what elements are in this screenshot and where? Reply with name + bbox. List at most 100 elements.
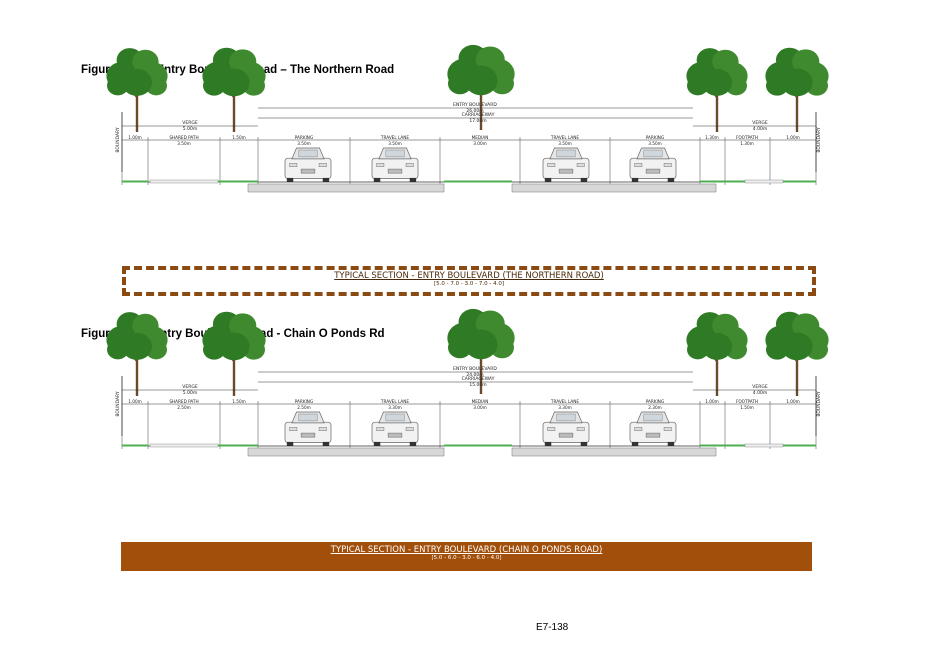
tree-right-1: [686, 312, 748, 396]
entry-boulevard-width: 26.00m: [466, 108, 483, 114]
car-wheel: [667, 441, 675, 446]
lane-label-shared-path: SHARED PATH: [169, 399, 198, 404]
car-headlight: [376, 163, 385, 167]
car-window: [556, 413, 576, 422]
verge-right-width: 4.00m: [753, 126, 767, 132]
car-wheel: [373, 441, 381, 446]
grass-strip: [218, 180, 258, 183]
tree-trunk: [135, 88, 139, 132]
lane-label-dim3: 1.00m: [705, 399, 718, 404]
verge-left-width: 5.00m: [183, 126, 197, 132]
page-number: E7-138: [536, 622, 569, 633]
car-headlight: [318, 163, 327, 167]
car-wheel: [286, 177, 294, 182]
tree-median: [447, 44, 515, 130]
lane-label-parking-l: PARKING: [295, 399, 313, 404]
car-grille: [558, 432, 574, 438]
grass-strip: [700, 444, 745, 447]
tree-left-1: [106, 312, 168, 396]
tree-foliage: [229, 49, 257, 74]
pavement-right: [511, 447, 717, 457]
lane-width-parking-l-w: 3.50m: [297, 141, 310, 146]
car-grille: [558, 168, 574, 174]
travelling-car-right: [542, 411, 590, 446]
lane-label-travel-r: TRAVEL LANE: [550, 135, 579, 140]
verge-right-label: VERGE: [752, 120, 768, 126]
car-body: [371, 421, 419, 443]
lane-width-parking-l-w: 2.50m: [297, 405, 310, 410]
tree-left-1: [106, 48, 168, 132]
lane-label-parking-r: PARKING: [646, 399, 664, 404]
lane-label-footpath: FOOTPATH: [736, 135, 758, 140]
grass-strip: [700, 180, 745, 183]
tree-foliage: [792, 49, 820, 74]
tree-trunk: [135, 352, 139, 396]
car-window: [298, 149, 318, 158]
carriageway-width: 17.00m: [469, 118, 486, 124]
tree-foliage: [218, 68, 250, 97]
parked-car-right: [629, 147, 677, 182]
lane-label-dim4: 1.00m: [786, 135, 799, 140]
tree-foliage: [702, 332, 732, 360]
car-headlight: [289, 163, 298, 167]
lane-label-dim2: 1.50m: [232, 135, 245, 140]
car-headlight: [576, 163, 585, 167]
lane-label-shared-path: SHARED PATH: [169, 135, 198, 140]
car-grille: [645, 432, 661, 438]
lane-label-dim1: 1.00m: [128, 399, 141, 404]
parked-car-right: [629, 411, 677, 446]
banner-subtitle-2: [5.0 - 6.0 - 3.0 - 6.0 - 4.0]: [431, 555, 502, 561]
tree-left-2: [202, 47, 266, 132]
tree-foliage: [132, 313, 159, 338]
car-window: [385, 413, 405, 422]
car-wheel: [409, 177, 417, 182]
entry-boulevard-label: ENTRY BOULEVARD: [453, 102, 497, 108]
lane-width-travel-r-w: 3.30m: [558, 405, 571, 410]
lane-label-median: MEDIAN: [472, 399, 489, 404]
lane-width-shared-path-w: 2.50m: [177, 405, 190, 410]
boundary-label-left: BOUNDARY: [115, 127, 121, 153]
car-wheel: [544, 441, 552, 446]
grass-strip: [122, 180, 148, 183]
travelling-car-left: [371, 411, 419, 446]
tree-foliage: [712, 313, 739, 338]
grass-strip: [783, 444, 816, 447]
section-banner-1: TYPICAL SECTION - ENTRY BOULEVARD (THE N…: [122, 266, 816, 296]
lane-label-travel-l: TRAVEL LANE: [380, 399, 409, 404]
tree-foliage: [702, 68, 732, 96]
lane-label-dim1: 1.00m: [128, 135, 141, 140]
tree-right-1: [686, 48, 748, 132]
tree-trunk: [232, 88, 236, 132]
car-body: [629, 157, 677, 179]
section-banner-2: TYPICAL SECTION - ENTRY BOULEVARD (CHAIN…: [121, 542, 812, 571]
car-wheel: [580, 441, 588, 446]
footpath-slab: [744, 443, 784, 448]
grass-strip: [122, 444, 148, 447]
car-headlight: [576, 427, 585, 431]
banner-title-2: TYPICAL SECTION - ENTRY BOULEVARD (CHAIN…: [330, 545, 603, 555]
car-wheel: [544, 177, 552, 182]
car-wheel: [409, 441, 417, 446]
tree-foliage: [132, 49, 159, 74]
tree-foliage: [218, 332, 250, 361]
entry-boulevard-label: ENTRY BOULEVARD: [453, 366, 497, 372]
car-headlight: [547, 427, 556, 431]
tree-foliage: [792, 313, 820, 338]
parked-car-left: [284, 411, 332, 446]
lane-width-median-w: 3.00m: [473, 405, 486, 410]
car-headlight: [634, 427, 643, 431]
lane-width-footpath-w: 1.30m: [740, 141, 753, 146]
carriageway-width: 15.00m: [469, 382, 486, 388]
lane-width-footpath-w: 1.50m: [740, 405, 753, 410]
lane-width-parking-r-w: 3.50m: [648, 141, 661, 146]
verge-right-width: 4.00m: [753, 390, 767, 396]
lane-width-parking-r-w: 2.30m: [648, 405, 661, 410]
car-wheel: [286, 441, 294, 446]
car-grille: [300, 432, 316, 438]
grass-strip: [444, 180, 512, 183]
shared-path-slab: [149, 179, 219, 184]
lane-width-travel-l-w: 3.50m: [388, 141, 401, 146]
car-headlight: [663, 163, 672, 167]
banner-subtitle-1: [5.0 - 7.0 - 3.0 - 7.0 - 4.0]: [434, 281, 504, 287]
lane-label-dim3: 1.30m: [705, 135, 718, 140]
